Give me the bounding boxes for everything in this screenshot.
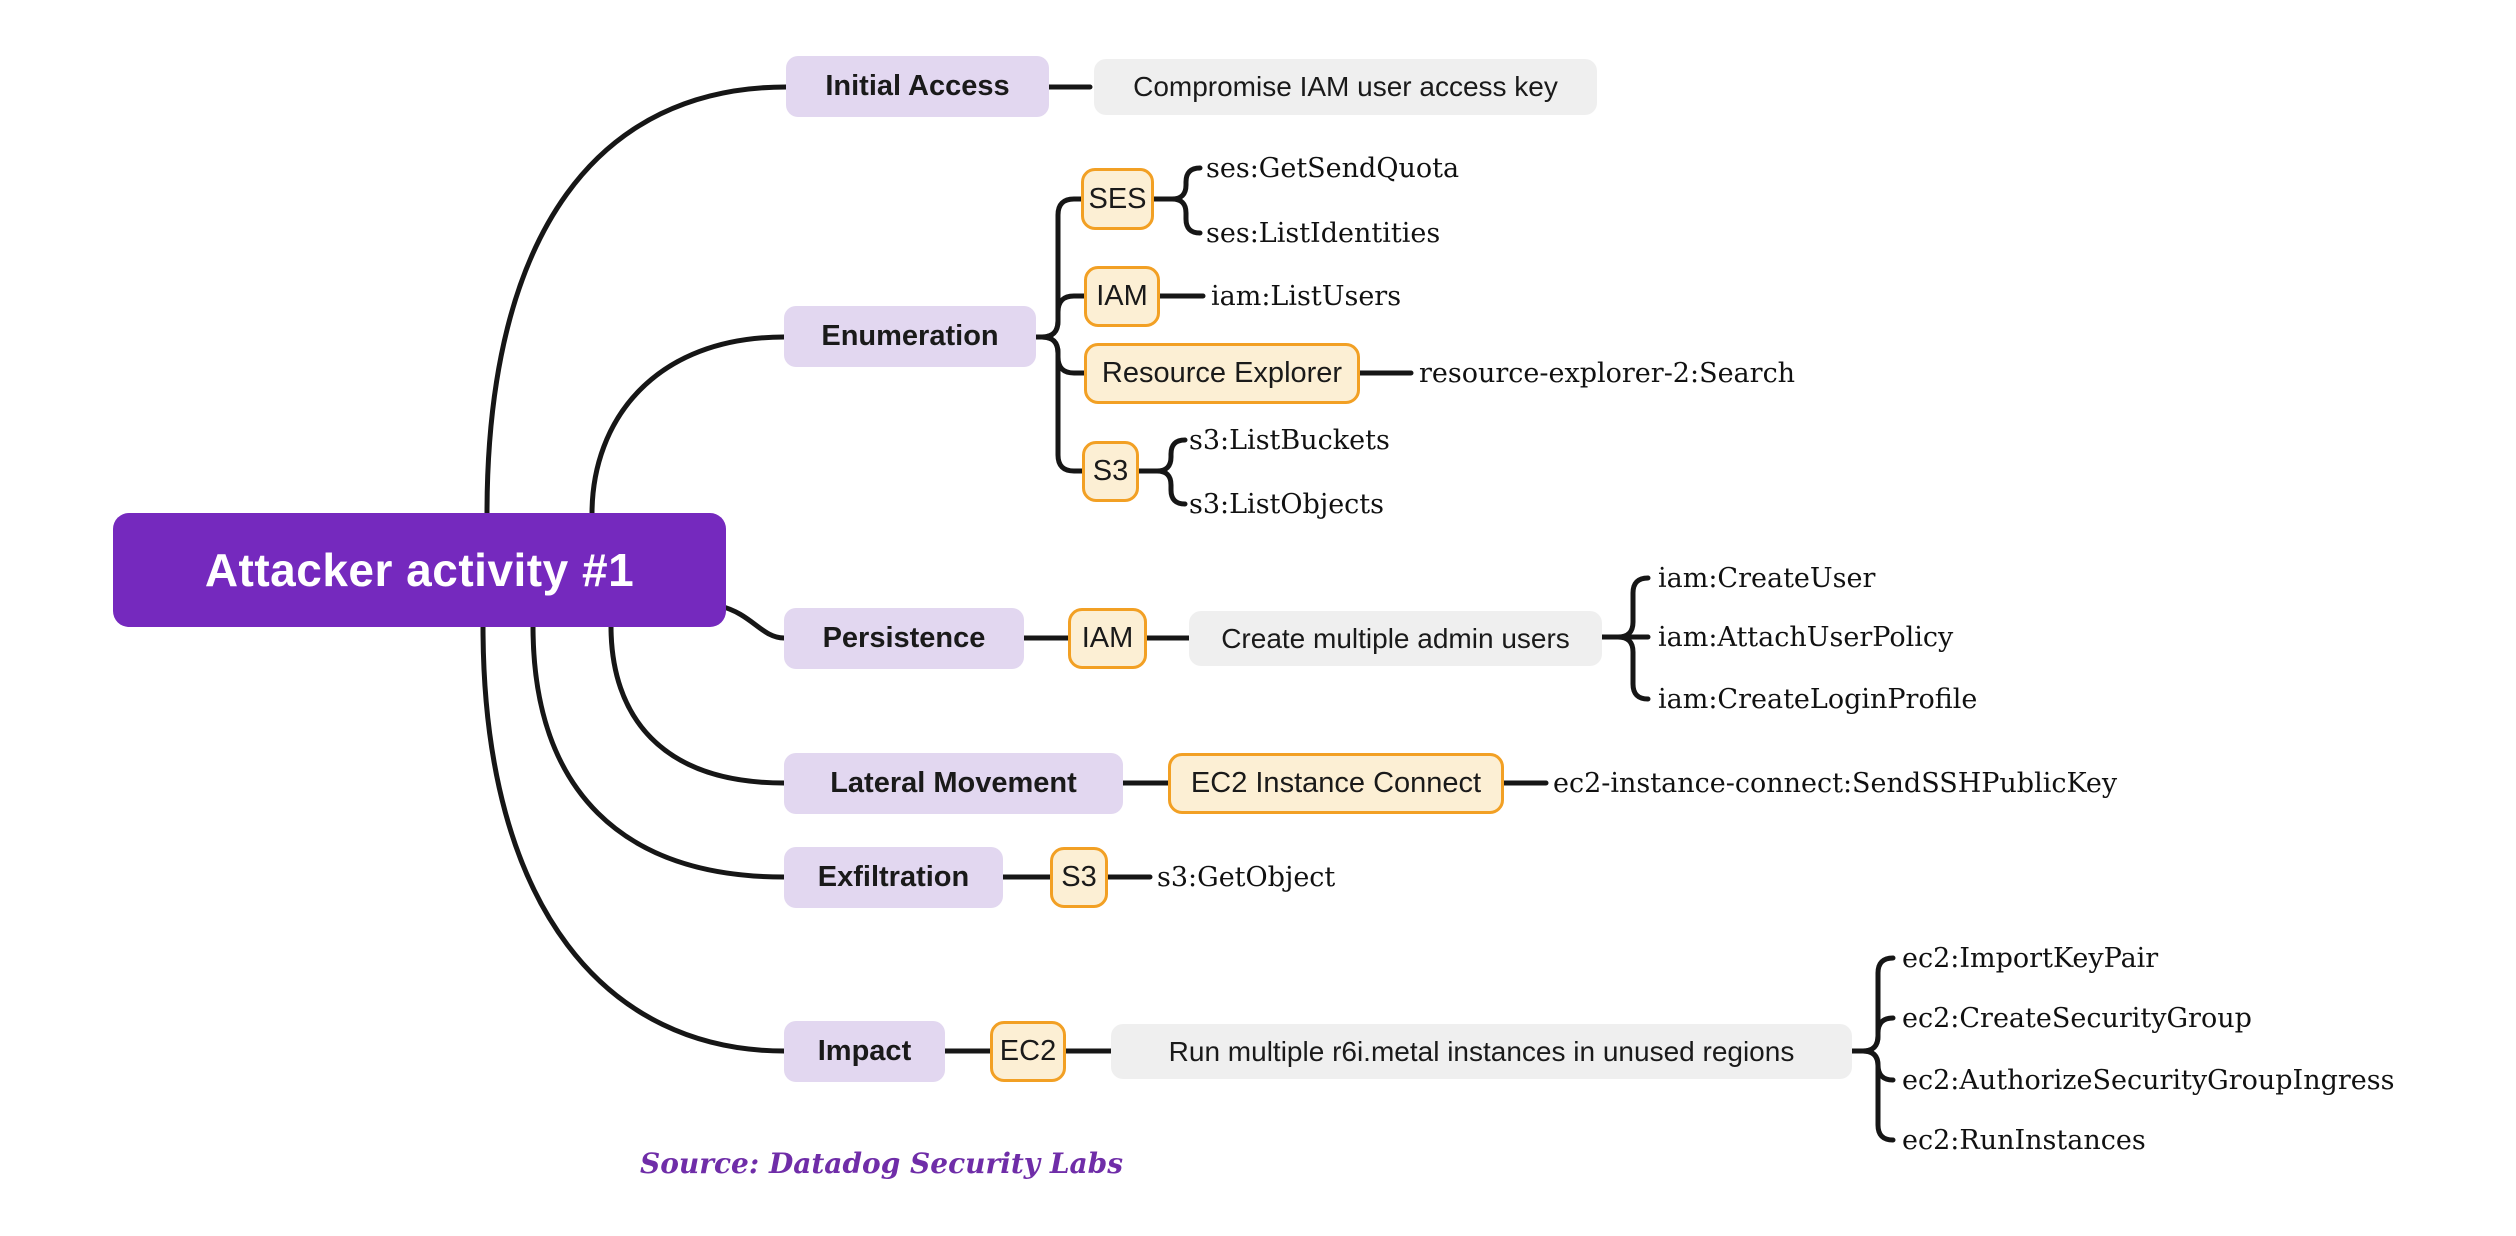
connector-root-exfiltration: [530, 623, 787, 880]
action-resource-explorer-search: resource-explorer-2:Search: [1419, 357, 1796, 389]
branch-initial-access: Initial Access: [786, 56, 1049, 117]
action-ec2-runinstances: ec2:RunInstances: [1902, 1124, 2146, 1156]
note-create-admin-users: Create multiple admin users: [1189, 611, 1602, 666]
connector-s3-listbuckets: [1136, 437, 1188, 474]
action-ses-getsendquota: ses:GetSendQuota: [1206, 152, 1460, 184]
action-ec2-authorizesecuritygroupingress: ec2:AuthorizeSecurityGroupIngress: [1902, 1064, 2395, 1096]
action-iam-listusers: iam:ListUsers: [1211, 280, 1402, 312]
connector-root-enumeration: [589, 334, 787, 517]
connector-enumeration-s3: [1033, 334, 1085, 474]
action-s3-listbuckets: s3:ListBuckets: [1189, 424, 1390, 456]
connector-run-createsecuritygroup: [1849, 1015, 1896, 1054]
connector-root-persistence: [717, 603, 787, 641]
connector-root-lateral-movement: [608, 623, 787, 786]
service-s3-enumeration: S3: [1082, 441, 1139, 502]
action-s3-getobject: s3:GetObject: [1157, 861, 1336, 893]
service-ec2-impact: EC2: [990, 1021, 1066, 1082]
note-run-instances: Run multiple r6i.metal instances in unus…: [1111, 1024, 1852, 1079]
connector-root-initial-access: [484, 84, 789, 517]
action-ec2ic-sendsshpublickey: ec2-instance-connect:SendSSHPublicKey: [1553, 767, 2118, 799]
source-attribution: Source: Datadog Security Labs: [640, 1146, 1123, 1180]
root-node: Attacker activity #1: [113, 513, 726, 627]
service-ec2-instance-connect: EC2 Instance Connect: [1168, 753, 1504, 814]
action-iam-createuser: iam:CreateUser: [1658, 562, 1876, 594]
connector-run-importkeypair: [1849, 955, 1896, 1054]
connector-run-runinstances: [1849, 1048, 1896, 1143]
service-resource-explorer: Resource Explorer: [1084, 343, 1360, 404]
branch-enumeration: Enumeration: [784, 306, 1036, 367]
branch-exfiltration: Exfiltration: [784, 847, 1003, 908]
service-s3-exfiltration: S3: [1050, 847, 1108, 908]
action-iam-createloginprofile: iam:CreateLoginProfile: [1658, 683, 1978, 715]
action-ses-listidentities: ses:ListIdentities: [1206, 217, 1441, 249]
connector-ses-getsendquota: [1151, 165, 1203, 202]
service-ses: SES: [1081, 168, 1154, 230]
action-ec2-createsecuritygroup: ec2:CreateSecurityGroup: [1902, 1002, 2252, 1034]
note-compromise-iam-key: Compromise IAM user access key: [1094, 59, 1597, 115]
action-iam-attachuserpolicy: iam:AttachUserPolicy: [1658, 621, 1954, 653]
branch-persistence: Persistence: [784, 608, 1024, 669]
branch-lateral-movement: Lateral Movement: [784, 753, 1123, 814]
action-s3-listobjects: s3:ListObjects: [1189, 488, 1384, 520]
service-iam-enumeration: IAM: [1084, 266, 1160, 327]
connector-s3-listobjects: [1136, 468, 1188, 507]
connector-ses-listidentities: [1151, 196, 1203, 236]
connector-admin-createuser: [1599, 575, 1651, 640]
action-ec2-importkeypair: ec2:ImportKeyPair: [1902, 942, 2159, 974]
connector-root-impact: [480, 623, 787, 1054]
connector-admin-createloginprofile: [1599, 634, 1651, 702]
service-iam-persistence: IAM: [1068, 608, 1147, 669]
branch-impact: Impact: [784, 1021, 945, 1082]
connector-enumeration-iam: [1033, 293, 1087, 340]
